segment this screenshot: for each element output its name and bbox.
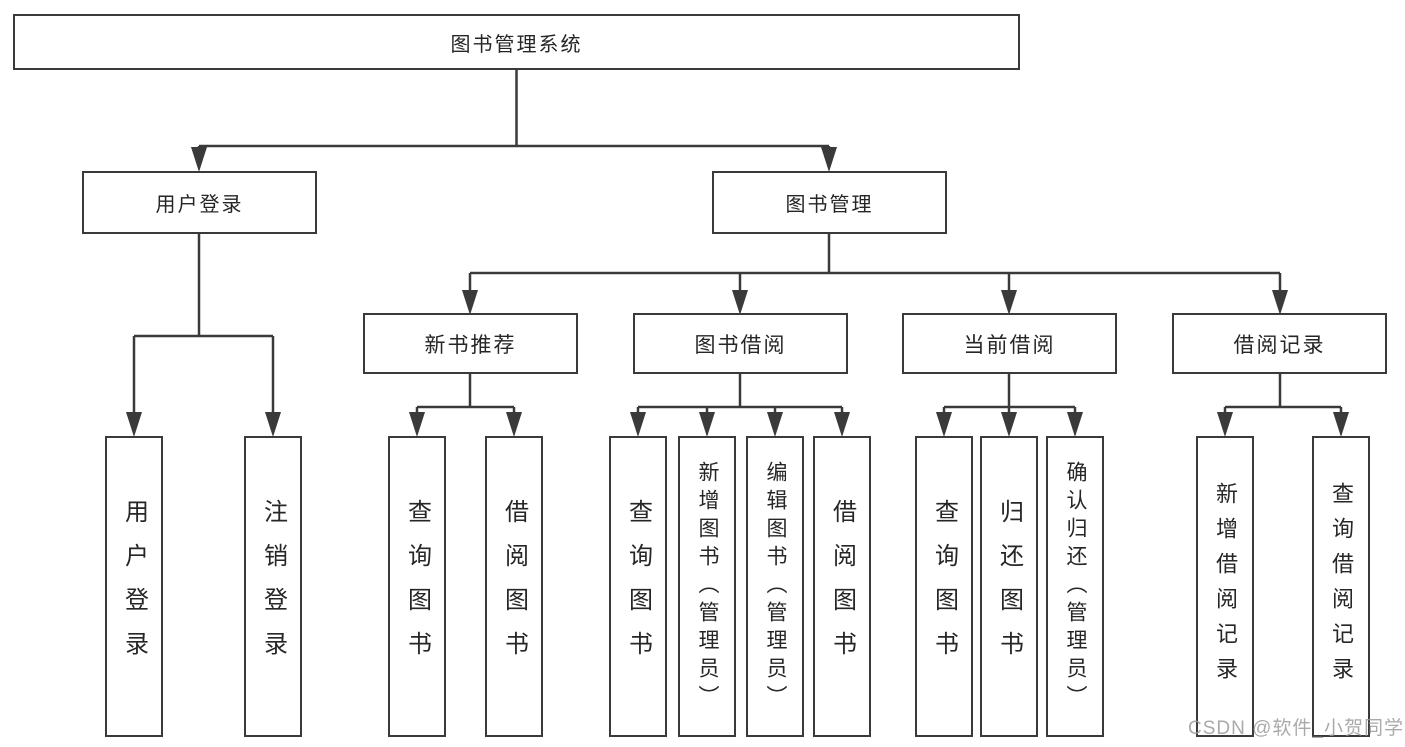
leaf-query-books-borrowing: 查询图书 (609, 436, 667, 737)
leaf-return-book: 归还图书 (980, 436, 1038, 737)
node-book-management: 图书管理 (712, 171, 947, 234)
leaf-query-books-current: 查询图书 (915, 436, 973, 737)
leaf-borrow-books-borrowing: 借阅图书 (813, 436, 871, 737)
node-current-borrowing: 当前借阅 (902, 313, 1117, 374)
node-borrowing-records: 借阅记录 (1172, 313, 1387, 374)
leaf-confirm-return-admin: 确认归还（管理员） (1046, 436, 1104, 737)
leaf-add-book-admin: 新增图书（管理员） (678, 436, 736, 737)
leaf-add-borrow-record: 新增借阅记录 (1196, 436, 1254, 737)
node-user-login: 用户登录 (82, 171, 317, 234)
node-library-management-system: 图书管理系统 (13, 14, 1020, 70)
leaf-user-login: 用户登录 (105, 436, 163, 737)
leaf-query-books-recommend: 查询图书 (388, 436, 446, 737)
leaf-logout: 注销登录 (244, 436, 302, 737)
node-book-borrowing: 图书借阅 (633, 313, 848, 374)
leaf-borrow-books-recommend: 借阅图书 (485, 436, 543, 737)
leaf-query-borrow-record: 查询借阅记录 (1312, 436, 1370, 737)
leaf-edit-book-admin: 编辑图书（管理员） (746, 436, 804, 737)
node-new-book-recommend: 新书推荐 (363, 313, 578, 374)
csdn-watermark: CSDN @软件_小贺同学 (1188, 718, 1404, 739)
